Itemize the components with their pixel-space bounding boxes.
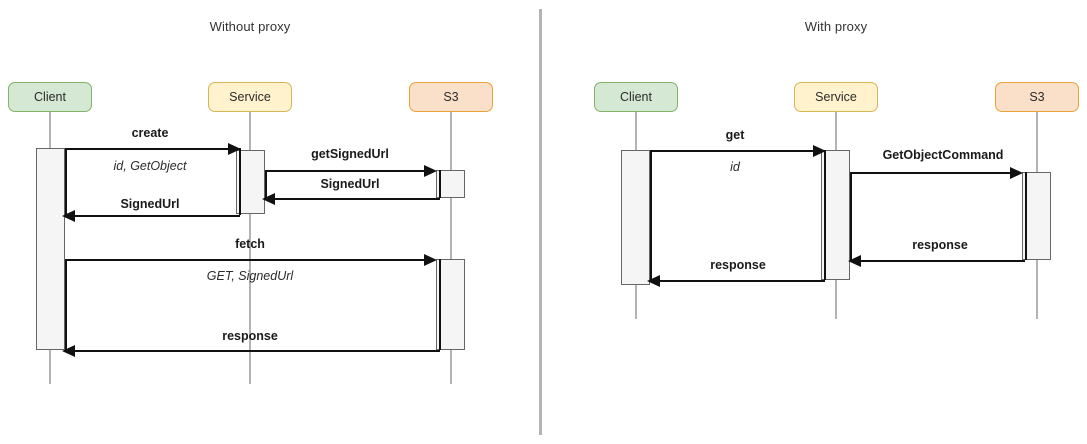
left-lifeline-s3 (450, 112, 452, 384)
left-msg-block3-left-edge (65, 259, 67, 350)
right-msg-get-label: get (725, 128, 745, 142)
left-msg-signedurl-client-line (72, 215, 240, 217)
right-msg-getobjectcommand-arrowhead (1010, 167, 1023, 179)
right-msg-response-client-label: response (710, 258, 766, 272)
left-msg-block2-left-edge (265, 170, 267, 198)
right-msg-response-service-arrowhead (848, 255, 861, 267)
left-msg-getsignedurl-line (265, 170, 429, 172)
left-msg-response-line (72, 350, 440, 352)
right-msg-response-service-label: response (912, 238, 968, 252)
left-msg-block3-right-edge (439, 259, 441, 350)
left-msg-signedurl-client-label: SignedUrl (120, 197, 180, 211)
left-participant-service-label: Service (229, 90, 271, 104)
right-participant-s3[interactable]: S3 (995, 82, 1079, 112)
left-msg-response-label: response (222, 329, 278, 343)
right-activation-client (621, 150, 650, 285)
left-msg-getsignedurl-label: getSignedUrl (311, 147, 389, 161)
right-participant-s3-label: S3 (1029, 90, 1045, 104)
right-msg-get-arrowhead (813, 145, 826, 157)
right-participant-client-label: Client (620, 90, 652, 104)
left-msg-create-line (65, 148, 240, 150)
right-msg-response-service-line (858, 260, 1025, 262)
left-msg-fetch-label: fetch (235, 237, 265, 251)
left-msg-getsignedurl-arrowhead (424, 165, 437, 177)
left-msg-block2-right-edge (439, 170, 441, 198)
right-diagram-title: With proxy (804, 19, 868, 34)
left-msg-block1-right-edge (239, 148, 241, 215)
left-msg-create-label: create (131, 126, 169, 140)
left-participant-service[interactable]: Service (208, 82, 292, 112)
left-msg-response-arrowhead (62, 345, 75, 357)
right-participant-service[interactable]: Service (794, 82, 878, 112)
right-msg-get-note: id (730, 160, 740, 174)
left-msg-fetch-note: GET, SignedUrl (206, 269, 294, 283)
left-msg-block1-left-edge (65, 148, 67, 215)
left-msg-signedurl-service-line (272, 198, 440, 200)
left-participant-client[interactable]: Client (8, 82, 92, 112)
right-msg-response-client-line (657, 280, 825, 282)
left-msg-signedurl-service-arrowhead (262, 193, 275, 205)
right-msg-getobjectcommand-line (850, 172, 1015, 174)
left-msg-fetch-line (65, 259, 429, 261)
left-lifeline-service (249, 112, 251, 384)
right-participant-service-label: Service (815, 90, 857, 104)
right-msg-block1-right-edge (824, 150, 826, 280)
left-diagram-title: Without proxy (209, 19, 291, 34)
left-msg-fetch-arrowhead (424, 254, 437, 266)
left-msg-create-note: id, GetObject (113, 159, 187, 173)
right-participant-client[interactable]: Client (594, 82, 678, 112)
left-participant-s3[interactable]: S3 (409, 82, 493, 112)
left-activation-client (36, 148, 65, 350)
left-msg-signedurl-client-arrowhead (62, 210, 75, 222)
left-participant-client-label: Client (34, 90, 66, 104)
right-msg-block2-right-edge (1025, 172, 1027, 260)
right-msg-block1-left-edge (650, 150, 652, 280)
right-msg-getobjectcommand-label: GetObjectCommand (882, 148, 1004, 162)
right-msg-response-client-arrowhead (647, 275, 660, 287)
right-msg-get-line (650, 150, 825, 152)
left-msg-create-arrowhead (228, 143, 241, 155)
left-msg-signedurl-service-label: SignedUrl (320, 177, 380, 191)
left-participant-s3-label: S3 (443, 90, 459, 104)
panel-divider (539, 9, 542, 435)
right-msg-block2-left-edge (850, 172, 852, 260)
